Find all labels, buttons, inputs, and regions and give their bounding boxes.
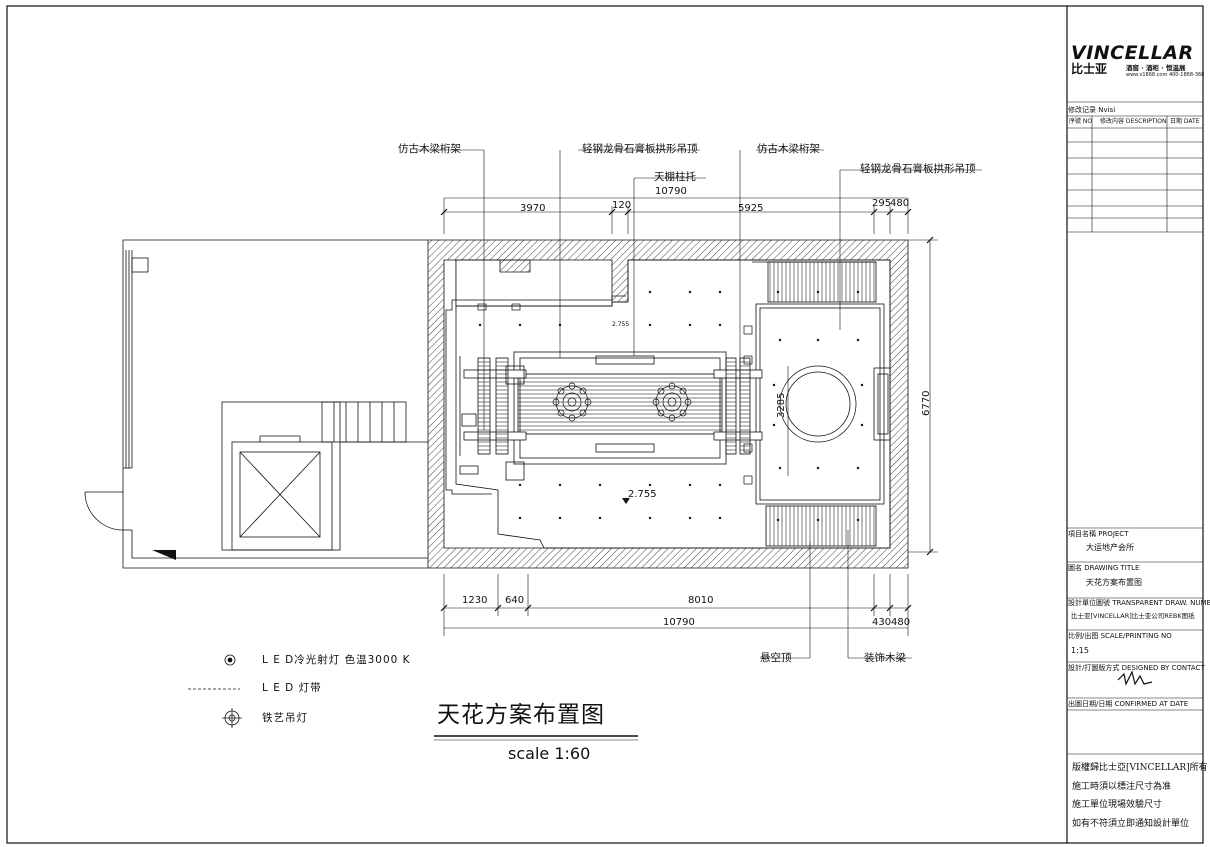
brand-tagline: 酒窖 · 酒柜 · 恒温展 — [1126, 64, 1186, 72]
dim-right-height: 6770 — [921, 390, 932, 416]
brand-cn: 比士亚 — [1071, 62, 1108, 76]
legend-led-strip: L E D 灯带 — [262, 682, 322, 694]
project-name: 大运地产会所 — [1086, 543, 1134, 552]
dim-bottom-b: 640 — [505, 595, 525, 606]
dim-bottom-e: 480 — [891, 617, 911, 628]
led-spotlights — [478, 290, 864, 522]
beam-truss — [459, 351, 763, 481]
rev-no-label: 序號 NO — [1069, 118, 1093, 125]
note-1: 版權歸比士亞[VINCELLAR]所有 — [1072, 763, 1208, 773]
note-3: 施工單位現場效驗尺寸 — [1072, 800, 1163, 810]
drawing-scale: scale 1:60 — [508, 744, 591, 763]
scale-label: 比例/出图 SCALE/PRINTING NO — [1068, 632, 1172, 640]
elevation-main: 2.755 — [628, 489, 657, 500]
suspended-ceiling-room — [752, 261, 891, 547]
dim-top-e: 480 — [890, 198, 910, 209]
dim-bottom-a: 1230 — [462, 595, 488, 606]
leader-lines — [418, 149, 982, 659]
legend-iron-lamp: 铁艺吊灯 — [262, 712, 308, 724]
rev-content-label: 修改内容 DESCRIPTION — [1100, 118, 1167, 125]
callout-gypsum-arch-2: 轻钢龙骨石膏板拱形吊顶 — [860, 163, 976, 175]
dim-top-d: 295 — [872, 198, 892, 209]
dim-top-c: 5925 — [738, 203, 764, 214]
dim-inner-height: 3285 — [776, 392, 787, 418]
north-marker — [152, 550, 176, 560]
left-annex — [84, 239, 428, 569]
revision-header: 修改记录 Nvisi — [1068, 106, 1116, 114]
dim-top-b: 120 — [612, 200, 632, 211]
signature-mark — [1117, 670, 1153, 686]
scale-value: 1:15 — [1071, 646, 1089, 655]
callout-suspended-ceiling: 悬空顶 — [760, 652, 792, 664]
date-label: 出圖日期/日期 CONFIRMED AT DATE — [1068, 700, 1189, 708]
dim-bottom-c: 8010 — [688, 595, 714, 606]
dim-top-total: 10790 — [655, 186, 687, 197]
callout-gypsum-arch-1: 轻钢龙骨石膏板拱形吊顶 — [582, 143, 698, 155]
note-2: 施工時須以標注尺寸為准 — [1072, 782, 1172, 792]
drawing-no-label: 設計單位圖號 TRANSPARENT DRAW. NUMB — [1068, 599, 1210, 607]
callout-beam-truss-right: 仿古木梁桁架 — [757, 143, 820, 155]
callout-deco-beam: 装饰木梁 — [864, 652, 906, 664]
drawing-name: 天花方案布置图 — [1086, 578, 1142, 587]
brand-contact: www.v1868.com 400-1868-368 — [1126, 72, 1205, 78]
drawing-name-label: 圖名 DRAWING TITLE — [1068, 564, 1140, 572]
designer-label: 設計/打圖版方式 DESIGNED BY CONTACT — [1068, 664, 1205, 672]
brand-logo: VINCELLAR — [1071, 42, 1194, 64]
dim-bottom-total: 10790 — [663, 617, 695, 628]
legend-led-spot: L E D冷光射灯 色温3000 K — [262, 654, 411, 666]
column-brackets — [477, 303, 753, 485]
elevation-small: 2.755 — [612, 321, 630, 328]
callout-ceiling-support: 天棚柱托 — [654, 171, 696, 183]
rev-date-label: 日期 DATE — [1170, 118, 1200, 125]
dim-bottom-d: 430 — [872, 617, 892, 628]
legend-symbols — [188, 654, 242, 728]
project-name-label: 項目名稱 PROJECT — [1068, 530, 1129, 538]
sheet-border — [6, 5, 1204, 844]
ceiling-outline — [445, 259, 891, 549]
note-4: 如有不符須立即通知設計單位 — [1072, 819, 1190, 829]
drawing-no: 比士亚[VINCELLAR]比士亚公司REBK图纸 — [1071, 612, 1195, 620]
dimension-lines — [440, 197, 938, 636]
iron-chandeliers — [552, 382, 692, 422]
title-block-grid — [1067, 101, 1203, 755]
dim-top-a: 3970 — [520, 203, 546, 214]
drawing-title: 天花方案布置图 — [437, 702, 605, 728]
elevation-marker — [622, 498, 630, 504]
callout-beam-truss-left: 仿古木梁桁架 — [398, 143, 461, 155]
